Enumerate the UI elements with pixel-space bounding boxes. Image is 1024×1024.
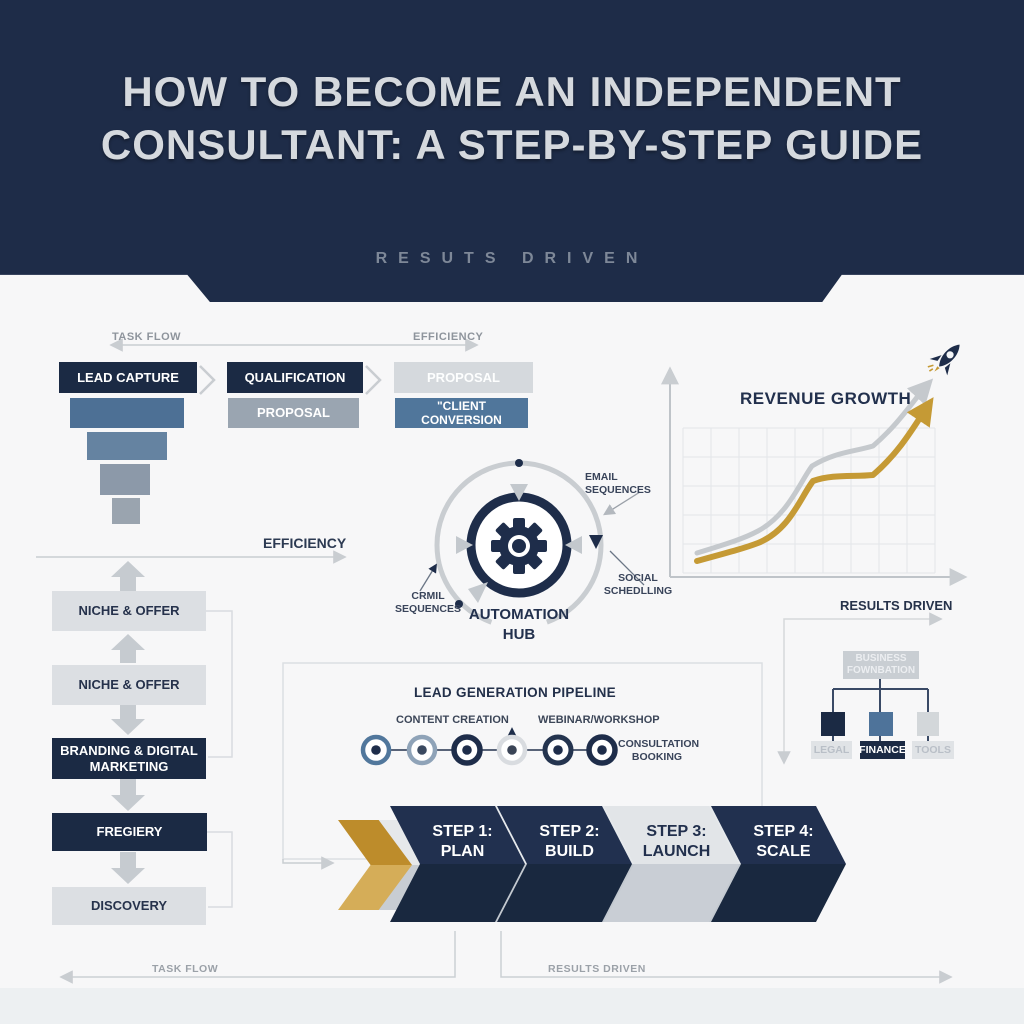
funnel-bar-1 <box>70 398 184 428</box>
step-2-name: BUILD <box>545 842 594 860</box>
arrow-up-icon <box>111 634 145 663</box>
funnel-bar-3 <box>100 464 150 495</box>
arrow-down-icon <box>111 852 145 884</box>
social-pointer-line <box>609 550 645 586</box>
gold-growth-curve <box>694 397 934 564</box>
consultation-line-1: CONSULTATION <box>618 738 700 750</box>
arrow-in-diagonal-icon <box>468 582 488 603</box>
task-flow-bottom-label: TASK FLOW <box>152 963 219 975</box>
flow-niche-offer-2: NICHE & OFFER <box>52 665 206 705</box>
efficiency-top-label: EFFICIENCY <box>413 331 484 343</box>
social-scheduling-label: SOCIAL SCHEDLLING <box>596 572 680 598</box>
arrow-in-top-icon <box>510 484 528 501</box>
social-line-2: SCHEDLLING <box>603 585 673 598</box>
pipeline-nodes <box>360 727 618 766</box>
bf-line-1: BUSINESS <box>855 653 907 664</box>
bottom-strip <box>0 988 1024 1024</box>
automation-hub-graphic <box>419 459 645 630</box>
funnel-bar-2 <box>87 432 167 460</box>
stage-chevron-1 <box>199 365 216 395</box>
title-line-1: HOW TO BECOME AN INDEPENDENT <box>122 68 902 115</box>
header-subtitle: RESUTS DRIVEN <box>375 250 649 267</box>
flow-niche-offer-1: NICHE & OFFER <box>52 591 206 631</box>
crm-pointer-line <box>419 563 437 592</box>
results-driven-bottom-label: RESULTS DRIVEN <box>548 963 646 975</box>
title-line-2: CONSULTANT: A STEP-BY-STEP GUIDE <box>100 120 924 168</box>
consultation-line-2: BOOKING <box>631 751 683 764</box>
flow-branding-marketing: BRANDING & DIGITAL MARKETING <box>52 738 206 779</box>
tools-label: TOOLS <box>912 741 954 759</box>
stage-qualification: QUALIFICATION <box>227 362 363 393</box>
flow-discovery: DISCOVERY <box>52 887 206 925</box>
arrow-down-navy-icon <box>589 535 603 549</box>
task-flow-bottom-bracket <box>59 931 456 984</box>
business-foundation-tree <box>777 612 943 765</box>
email-pointer-line <box>603 491 641 516</box>
step-1-name: PLAN <box>440 842 485 860</box>
step-3-label: STEP 3: <box>646 822 707 840</box>
arrow-in-right-icon <box>565 536 582 554</box>
stage-chevron-2 <box>365 365 382 395</box>
finance-label: FINANCE <box>859 741 906 759</box>
gear-icon <box>491 518 547 574</box>
step-4-name: SCALE <box>756 842 811 860</box>
bf-line-2: FOWNBATION <box>846 665 916 676</box>
stage-proposal-gray: PROPOSAL <box>228 398 359 428</box>
results-driven-connector <box>777 612 943 765</box>
finance-node <box>869 712 893 736</box>
legal-label: LEGAL <box>811 741 852 759</box>
crm-line-2: SEQUENCES <box>395 603 461 616</box>
step-4-label: STEP 4: <box>753 822 814 840</box>
task-flow-top-label: TASK FLOW <box>112 331 182 343</box>
automation-hub-title: AUTOMATION HUB <box>458 605 580 644</box>
crm-line-1: CRMIL <box>411 590 445 602</box>
content-creation-label: CONTENT CREATION <box>396 714 509 726</box>
consultation-booking-label: CONSULTATION BOOKING <box>618 738 700 764</box>
arrow-down-icon <box>111 705 145 735</box>
crm-sequences-label: CRMIL SEQUENCES <box>390 590 466 616</box>
arrow-down-icon <box>111 779 145 811</box>
arrow-up-icon <box>111 561 145 591</box>
results-driven-right-label: RESULTS DRIVEN <box>840 598 953 613</box>
bracket-connector <box>207 831 233 908</box>
email-sequences-label: EMAIL SEQUENCES <box>585 471 651 497</box>
rocket-icon <box>927 344 960 376</box>
business-foundation-box: BUSINESS FOWNBATION <box>843 651 919 679</box>
flow-fregiery: FREGIERY <box>52 813 207 851</box>
page-title: HOW TO BECOME AN INDEPENDENT CONSULTANT:… <box>0 66 1024 171</box>
step-3-name: LAUNCH <box>642 842 711 860</box>
webinar-workshop-label: WEBINAR/WORKSHOP <box>538 714 660 726</box>
stage-client-conversion: "CLIENT CONVERSION <box>395 398 528 428</box>
results-driven-bottom-bracket <box>500 931 953 984</box>
header-banner: HOW TO BECOME AN INDEPENDENT CONSULTANT:… <box>0 0 1024 302</box>
panel-to-steps-arrow <box>282 856 335 870</box>
step-1-label: STEP 1: <box>432 822 493 840</box>
revenue-chart-graphic <box>661 344 968 586</box>
stage-lead-capture: LEAD CAPTURE <box>59 362 197 393</box>
branding-line-2: MARKETING <box>89 758 169 774</box>
revenue-growth-title: REVENUE GROWTH <box>740 389 912 408</box>
hub-title-line-2: HUB <box>502 625 536 643</box>
efficiency-mid-label: EFFICIENCY <box>263 535 347 551</box>
steps-band: STEP 1: PLAN STEP 2: BUILD STEP 3: LAUNCH S… <box>336 806 848 922</box>
tools-node <box>917 712 939 736</box>
bracket-connector <box>206 610 233 758</box>
lead-pipeline-title: LEAD GENERATION PIPELINE <box>414 685 616 700</box>
hub-title-line-1: AUTOMATION <box>468 606 570 623</box>
left-flow-arrows <box>111 561 145 884</box>
stage-proposal-light: PROPOSAL <box>394 362 533 393</box>
social-line-1: SOCIAL <box>618 572 658 584</box>
branding-line-1: BRANDING & DIGITAL <box>60 742 198 758</box>
funnel-bar-4 <box>112 498 140 524</box>
arrow-in-left-icon <box>456 536 473 554</box>
gray-growth-curve <box>694 378 934 556</box>
step-2-label: STEP 2: <box>539 822 600 840</box>
legal-node <box>821 712 845 736</box>
